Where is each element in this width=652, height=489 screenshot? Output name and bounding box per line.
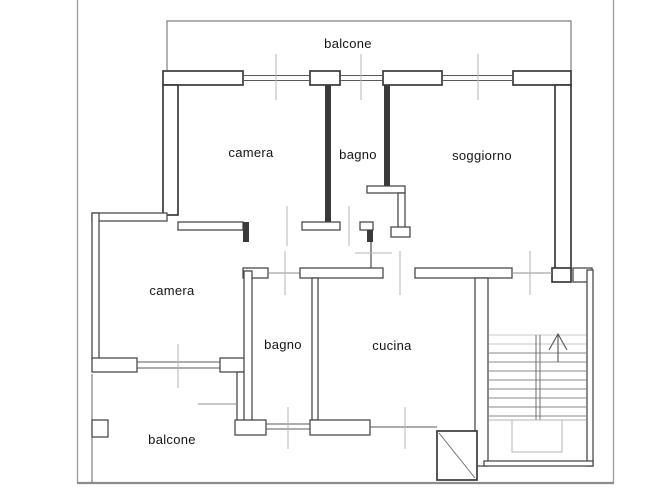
stair-divider bbox=[535, 335, 541, 420]
wall-bagno-cucina bbox=[311, 277, 319, 421]
camera-left-walls bbox=[91, 212, 246, 423]
soggiorno-east-wall bbox=[554, 84, 572, 271]
stair-treads bbox=[489, 334, 586, 421]
label-bagno-bottom: bagno bbox=[264, 337, 302, 352]
door-jamb-corridor bbox=[367, 230, 373, 242]
corridor-north-wall bbox=[177, 206, 392, 268]
balcony-bottom-outline bbox=[91, 374, 109, 483]
label-camera-left: camera bbox=[149, 283, 195, 298]
stairwell-east-wall bbox=[586, 269, 594, 467]
label-camera-top: camera bbox=[228, 145, 274, 160]
wall-bagno-soggiorno bbox=[384, 85, 390, 186]
room-labels: balcone camera bagno soggiorno camera ba… bbox=[148, 36, 512, 447]
stairwell-south-wall bbox=[483, 460, 594, 467]
exterior-north-wall bbox=[162, 54, 572, 100]
label-bagno-top: bagno bbox=[339, 147, 377, 162]
balcony-top-outline bbox=[166, 20, 572, 71]
shaft-diagonal bbox=[438, 432, 476, 479]
lower-partitions bbox=[311, 277, 489, 467]
wall-camera-bagno bbox=[325, 85, 331, 222]
balcony-pillar bbox=[91, 419, 109, 438]
window-cucina bbox=[370, 407, 437, 449]
stairwell bbox=[483, 269, 594, 467]
shaft bbox=[436, 430, 478, 481]
flue-block bbox=[366, 185, 411, 238]
label-soggiorno: soggiorno bbox=[452, 148, 512, 163]
stair-up-arrow bbox=[548, 332, 568, 362]
window-bagno-top bbox=[340, 54, 383, 100]
window-bagno-bottom bbox=[266, 407, 310, 449]
door-jamb-camera bbox=[243, 222, 249, 242]
wall-cucina-stairwell bbox=[474, 277, 489, 467]
camera-top-west-wall bbox=[162, 84, 179, 216]
label-cucina: cucina bbox=[372, 338, 412, 353]
window-soggiorno bbox=[442, 54, 513, 100]
exterior-side-walls bbox=[162, 84, 572, 283]
stair-landing-rail bbox=[511, 419, 563, 453]
window-camera-left bbox=[137, 344, 220, 388]
bagno-bottom-west-wall bbox=[243, 270, 253, 423]
label-balcone-top: balcone bbox=[324, 36, 372, 51]
exterior-south-wall bbox=[234, 407, 437, 449]
label-balcone-bottom: balcone bbox=[148, 432, 196, 447]
window-camera-top bbox=[243, 54, 310, 100]
site-boundary-lines bbox=[76, 0, 615, 485]
upper-partitions bbox=[325, 85, 411, 238]
